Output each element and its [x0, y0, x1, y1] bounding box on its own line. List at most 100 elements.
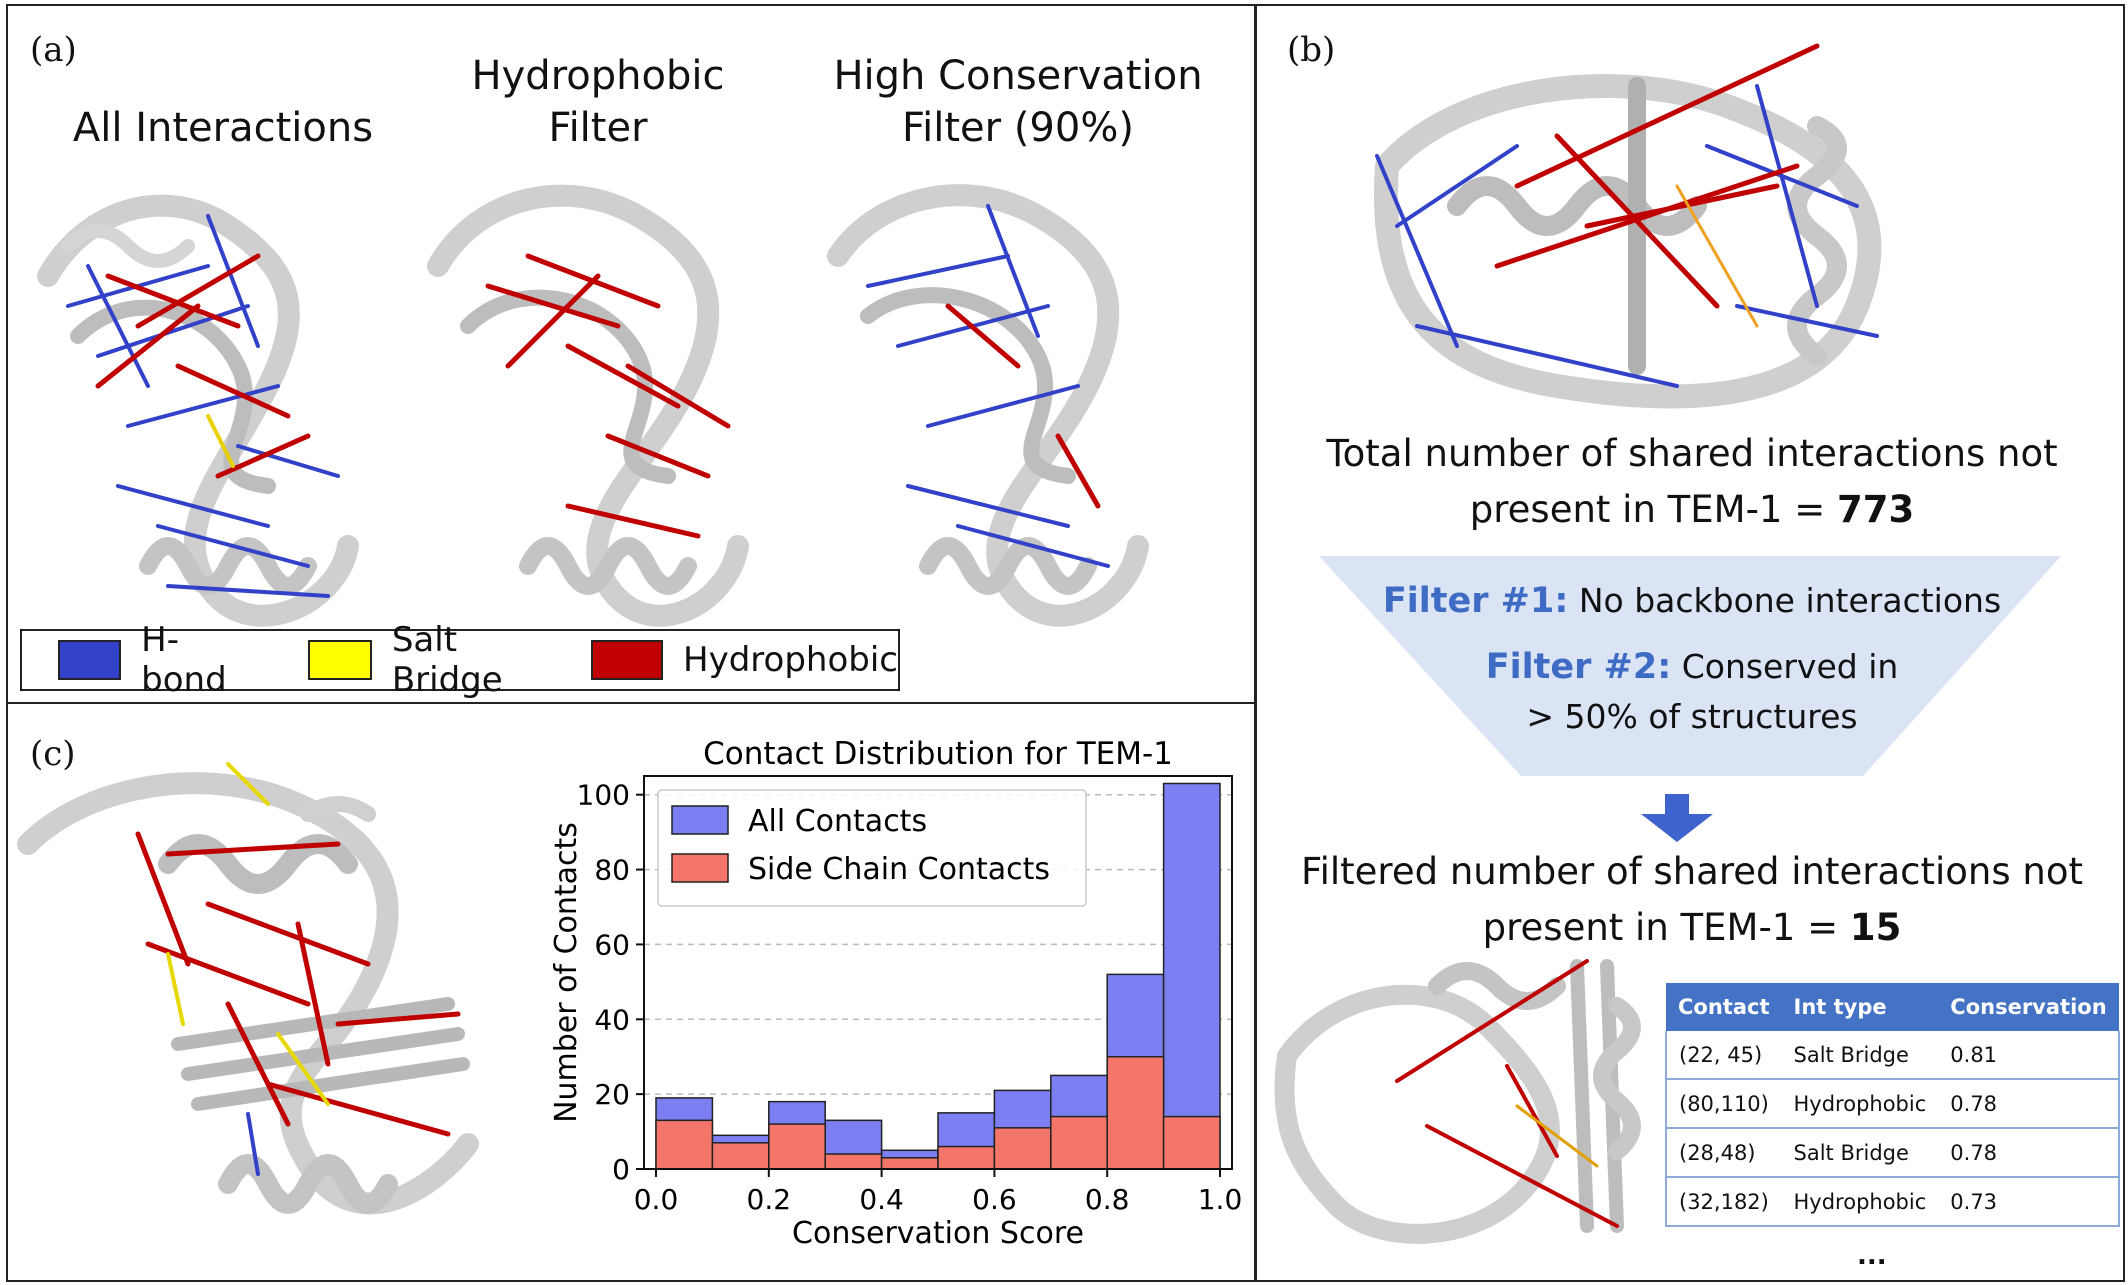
title-all-interactions: All Interactions: [72, 105, 374, 151]
filtered-value: 15: [1849, 906, 1902, 949]
legend-label-hbond: H-bond: [141, 620, 227, 700]
chart-title: Contact Distribution for TEM-1: [703, 736, 1173, 772]
table-row: (32,182) Hydrophobic 0.73: [1665, 1177, 2120, 1227]
protein-structure-conserved: [827, 184, 1149, 627]
filtered-interactions-text: Filtered number of shared interactions n…: [1257, 844, 2127, 956]
panel-c: (c) 0 20 40 60 80 100 0.0 0.2 0.4 0.6 0.8 1.0 Contac…: [6, 702, 1256, 1282]
total-value: 773: [1836, 488, 1915, 531]
y-tick-label: 80: [594, 854, 630, 887]
x-tick-label: 0.4: [859, 1183, 904, 1216]
table-header: Contact: [1666, 983, 1782, 1031]
table-ellipsis: ...: [1857, 1241, 1887, 1271]
y-tick-label: 20: [594, 1078, 630, 1111]
total-text-line1: Total number of shared interactions not: [1326, 432, 2058, 475]
contact-histogram: 0 20 40 60 80 100 0.0 0.2 0.4 0.6 0.8 1.0 Contact Di…: [549, 736, 1242, 1251]
table-cell: Hydrophobic: [1781, 1079, 1939, 1129]
plot-frame: [643, 775, 1233, 1170]
legend-label: All Contacts: [748, 804, 927, 839]
x-tick-label: 0.6: [972, 1183, 1017, 1216]
table-cell: (22, 45): [1665, 1031, 1782, 1080]
filter-2: Filter #2: Conserved in > 50% of structu…: [1257, 642, 2127, 742]
y-axis-label: Number of Contacts: [549, 822, 584, 1123]
table-row: (80,110) Hydrophobic 0.78: [1665, 1079, 2120, 1129]
table-row: (22, 45) Salt Bridge 0.81: [1665, 1031, 2120, 1080]
bar-side-chain-contacts: [993, 1127, 1052, 1170]
bar-side-chain-contacts: [880, 1157, 939, 1170]
bar-side-chain-contacts: [937, 1145, 996, 1170]
legend-swatch-salt-bridge: [308, 640, 372, 680]
contacts-table: Contact Int type Conservation (22, 45) S…: [1665, 983, 2120, 1227]
panel-b-graphics: [1274, 43, 2061, 1244]
down-arrow-icon: [1641, 794, 1713, 842]
y-tick-label: 60: [594, 928, 630, 961]
legend-item-salt-bridge: Salt Bridge: [308, 620, 555, 700]
legend-swatch: [671, 805, 729, 835]
protein-structure-tem1: [17, 762, 479, 1215]
legend-swatch-hbond: [58, 640, 122, 680]
table-cell: Hydrophobic: [1781, 1177, 1939, 1227]
y-tick-label: 0: [612, 1153, 630, 1186]
bar-side-chain-contacts: [655, 1119, 714, 1170]
table-cell: (28,48): [1665, 1128, 1782, 1178]
protein-structure-all: [37, 194, 359, 627]
panel-a: (a) All Interactions Hydrophobic Filter …: [6, 4, 1256, 704]
panel-b: (b): [1255, 4, 2125, 1282]
bar-side-chain-contacts: [1162, 1115, 1221, 1170]
title-high-conservation: High Conservation Filter (90%): [833, 53, 1203, 151]
panel-a-label: (a): [30, 30, 77, 70]
filter-funnel: [1319, 556, 2061, 776]
table-cell: 0.78: [1938, 1128, 2120, 1178]
bar-side-chain-contacts: [824, 1153, 883, 1170]
legend-label: Side Chain Contacts: [748, 852, 1050, 887]
panel-a-structures: [37, 184, 1149, 627]
x-tick-label: 0.8: [1085, 1183, 1130, 1216]
legend-swatch-hydrophobic: [591, 640, 664, 680]
x-axis-label: Conservation Score: [792, 1216, 1084, 1251]
bar-side-chain-contacts: [711, 1142, 770, 1170]
filter-1: Filter #1: No backbone interactions: [1257, 576, 2127, 626]
panel-c-graphics: 0 20 40 60 80 100 0.0 0.2 0.4 0.6 0.8 1.0 Contact Di…: [17, 736, 1242, 1251]
filter1-tag: Filter #1:: [1382, 581, 1569, 621]
filtered-text-line1: Filtered number of shared interactions n…: [1301, 850, 2083, 893]
table-cell: Salt Bridge: [1781, 1031, 1939, 1080]
filter2-text-line1: Conserved in: [1671, 647, 1899, 686]
legend-label-hydrophobic: Hydrophobic: [683, 640, 898, 680]
bar-side-chain-contacts: [1050, 1115, 1108, 1170]
filtered-text-line2: present in TEM-1 =: [1482, 906, 1850, 949]
table-header: Conservation: [1938, 983, 2119, 1031]
table-cell: (32,182): [1665, 1177, 1782, 1227]
total-text-line2: present in TEM-1 =: [1469, 488, 1837, 531]
panel-b-label: (b): [1287, 30, 1336, 70]
table-cell: 0.81: [1938, 1031, 2120, 1080]
interaction-legend: H-bond Salt Bridge Hydrophobic: [20, 620, 900, 700]
legend-label-salt-bridge: Salt Bridge: [391, 620, 503, 700]
bar-side-chain-contacts: [768, 1123, 826, 1170]
bar-all-contacts: [1162, 782, 1221, 1170]
bar-side-chain-contacts: [1106, 1055, 1165, 1170]
y-tick-label: 100: [577, 779, 630, 812]
filter1-text: No backbone interactions: [1568, 581, 2002, 620]
legend-item-hydrophobic: Hydrophobic: [591, 640, 898, 680]
filter2-tag: Filter #2:: [1485, 647, 1672, 687]
chart-legend: [657, 789, 1087, 907]
legend-item-hbond: H-bond: [58, 620, 248, 700]
y-tick-label: 40: [594, 1003, 630, 1036]
x-tick-label: 1.0: [1198, 1183, 1243, 1216]
total-interactions-text: Total number of shared interactions not …: [1257, 426, 2127, 538]
table-header: Int type: [1781, 983, 1939, 1031]
table-row: (28,48) Salt Bridge 0.78: [1665, 1128, 2120, 1178]
table-cell: (80,110): [1665, 1079, 1782, 1129]
title-hydrophobic-filter: Hydrophobic Filter: [471, 53, 725, 151]
table-header-row: Contact Int type Conservation: [1666, 983, 2119, 1031]
table-cell: 0.78: [1938, 1079, 2120, 1129]
panel-c-label: (c): [30, 734, 76, 774]
protein-structure-hydrophobic: [427, 184, 749, 627]
legend-swatch: [671, 853, 729, 883]
protein-structure-filtered: [1274, 959, 1641, 1244]
x-tick-label: 0.0: [634, 1183, 679, 1216]
filter2-text-line2: > 50% of structures: [1526, 697, 1858, 736]
table-cell: 0.73: [1938, 1177, 2120, 1227]
protein-structure-shared: [1374, 43, 1882, 409]
x-tick-label: 0.2: [747, 1183, 792, 1216]
table-cell: Salt Bridge: [1781, 1128, 1939, 1178]
